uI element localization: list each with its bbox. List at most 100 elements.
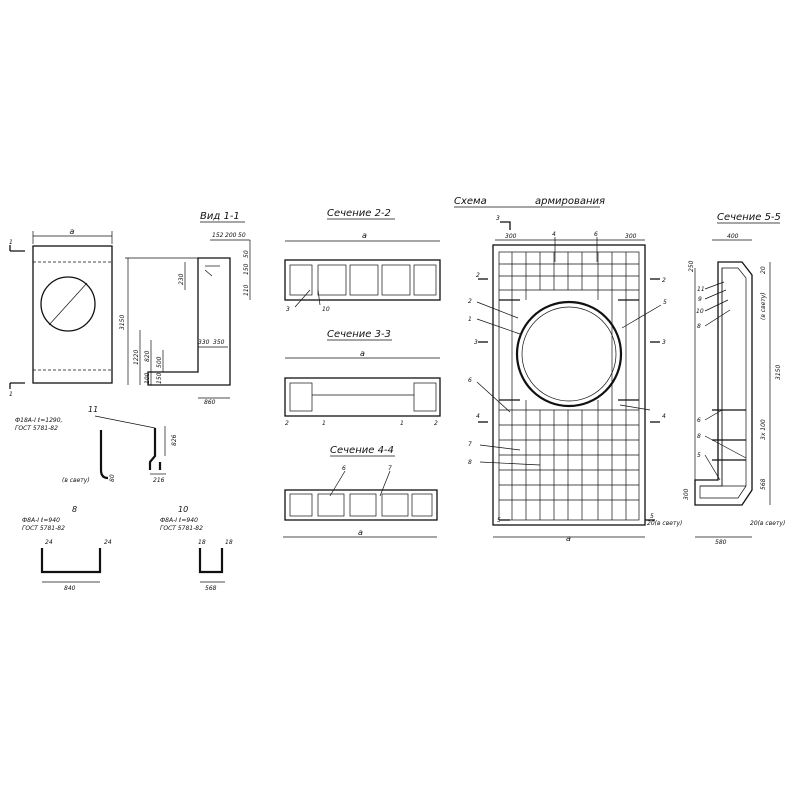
- svg-text:3: 3: [474, 339, 478, 346]
- svg-text:300: 300: [625, 233, 637, 240]
- section-2-2-title: Сечение 2-2: [327, 208, 391, 219]
- view-1-1-dim-width: 860: [204, 399, 216, 406]
- section-5-5-title: Сечение 5-5: [717, 212, 781, 223]
- svg-text:5: 5: [663, 299, 667, 306]
- detail-11-note: (в свету): [62, 477, 90, 484]
- detail-10-bar: [198, 548, 224, 574]
- detail-10-spec-line1: Ф8А-I ℓ=940: [160, 517, 198, 524]
- scheme-outline: [492, 244, 646, 526]
- svg-text:8: 8: [697, 433, 701, 440]
- svg-text:820: 820: [144, 350, 151, 362]
- detail-8-bar: [40, 548, 102, 574]
- svg-text:1: 1: [322, 420, 326, 427]
- svg-text:150: 150: [156, 372, 163, 384]
- svg-text:152: 152: [212, 232, 224, 239]
- svg-text:3: 3: [662, 339, 666, 346]
- svg-text:18: 18: [198, 539, 206, 546]
- section-4-4-dim-a: a: [358, 528, 363, 537]
- svg-text:840: 840: [64, 585, 76, 592]
- svg-text:200: 200: [225, 232, 237, 239]
- scheme-title-left: Схема: [454, 196, 487, 207]
- section-5-5-dim-height: 3150: [775, 365, 782, 380]
- detail-8-spec-line1: Ф8А-I ℓ=940: [22, 517, 60, 524]
- svg-text:3: 3: [496, 215, 500, 222]
- svg-text:5: 5: [497, 517, 501, 524]
- svg-text:568: 568: [760, 478, 767, 490]
- svg-text:50: 50: [243, 250, 250, 258]
- section-4-4-outline: [284, 489, 438, 521]
- section-4-4-title: Сечение 4-4: [330, 445, 394, 456]
- svg-text:18: 18: [225, 539, 233, 546]
- detail-8: 8 Ф8А-I ℓ=940 ГОСТ 5781-82 24 24 840: [22, 505, 112, 592]
- svg-text:2: 2: [662, 277, 666, 284]
- reinforcement-scheme: Схема армирования 300 300: [454, 196, 682, 543]
- svg-text:7: 7: [388, 465, 392, 472]
- svg-text:1: 1: [468, 316, 472, 323]
- section-3-3-dim-a: a: [360, 349, 365, 358]
- section-3-3-outline: [284, 377, 441, 417]
- svg-text:2: 2: [434, 420, 438, 427]
- section-mark-1-bottom: 1: [9, 391, 13, 398]
- svg-text:10: 10: [696, 308, 704, 315]
- svg-text:300: 300: [505, 233, 517, 240]
- svg-text:4: 4: [552, 231, 556, 238]
- svg-text:6: 6: [468, 377, 472, 384]
- svg-text:8: 8: [697, 323, 701, 330]
- svg-text:7: 7: [468, 441, 472, 448]
- svg-text:500: 500: [156, 356, 163, 368]
- svg-text:100: 100: [144, 372, 151, 384]
- detail-11-spec-line1: Ф18А-I ℓ=1290,: [15, 417, 63, 424]
- svg-text:250: 250: [688, 260, 695, 272]
- svg-text:110: 110: [243, 284, 250, 296]
- svg-text:11: 11: [697, 286, 705, 293]
- scheme-opening-ring-inner: [521, 306, 617, 402]
- section-3-3: Сечение 3-3 a 2 1 1 2: [284, 329, 441, 427]
- front-view: a 1 1: [9, 227, 113, 398]
- section-5-5-dim-width: 580: [715, 539, 727, 546]
- detail-8-spec-line2: ГОСТ 5781-82: [22, 525, 65, 532]
- svg-text:400: 400: [727, 233, 739, 240]
- svg-text:216: 216: [153, 477, 165, 484]
- svg-text:3: 3: [286, 306, 290, 313]
- svg-text:330: 330: [198, 339, 210, 346]
- scheme-grid: [499, 252, 639, 520]
- svg-text:230: 230: [178, 273, 185, 285]
- svg-text:4: 4: [476, 413, 480, 420]
- svg-text:826: 826: [171, 434, 178, 446]
- svg-text:5: 5: [650, 513, 654, 520]
- section-2-2-outline: [284, 259, 441, 301]
- svg-text:9: 9: [698, 296, 702, 303]
- detail-10-spec-line2: ГОСТ 5781-82: [160, 525, 203, 532]
- section-5-5-outline: [694, 261, 753, 506]
- view-1-1-dim-height: 3150: [119, 315, 126, 330]
- svg-text:24: 24: [104, 539, 112, 546]
- view-1-1-title: Вид 1-1: [200, 211, 240, 222]
- svg-text:24: 24: [45, 539, 53, 546]
- svg-text:568: 568: [205, 585, 217, 592]
- section-2-2: Сечение 2-2 a 3 10: [284, 208, 441, 313]
- detail-10: 10 Ф8А-I ℓ=940 ГОСТ 5781-82 18 18 568: [160, 505, 233, 592]
- svg-text:2: 2: [468, 298, 472, 305]
- view-1-1: Вид 1-1 3150 1220 820 500 100 150 230 15…: [119, 211, 251, 406]
- front-view-opening: [40, 276, 96, 332]
- svg-text:10: 10: [322, 306, 330, 313]
- svg-text:20: 20: [760, 266, 767, 274]
- svg-text:1220: 1220: [133, 350, 140, 365]
- svg-text:(в свету): (в свету): [760, 292, 767, 320]
- svg-text:5: 5: [697, 452, 701, 459]
- scheme-title-right: армирования: [535, 196, 605, 207]
- section-mark-1-top: 1: [9, 239, 13, 246]
- section-5-5: Сечение 5-5 400 250 20 (в свету) 3150 3х…: [683, 212, 785, 546]
- detail-10-number: 10: [178, 505, 188, 514]
- detail-11-bar-b: [148, 428, 162, 470]
- svg-text:6: 6: [594, 231, 598, 238]
- svg-text:2: 2: [476, 272, 480, 279]
- scheme-dim-clear: 20(в свету): [647, 520, 682, 527]
- detail-8-number: 8: [72, 505, 77, 514]
- detail-11-bar-a: [99, 430, 109, 480]
- section-4-4: Сечение 4-4 6 7 a: [283, 445, 438, 538]
- svg-text:4: 4: [662, 413, 666, 420]
- scheme-opening-ring-outer: [515, 300, 623, 408]
- view-1-1-outline: [147, 257, 231, 386]
- detail-11-number: 11: [88, 405, 98, 414]
